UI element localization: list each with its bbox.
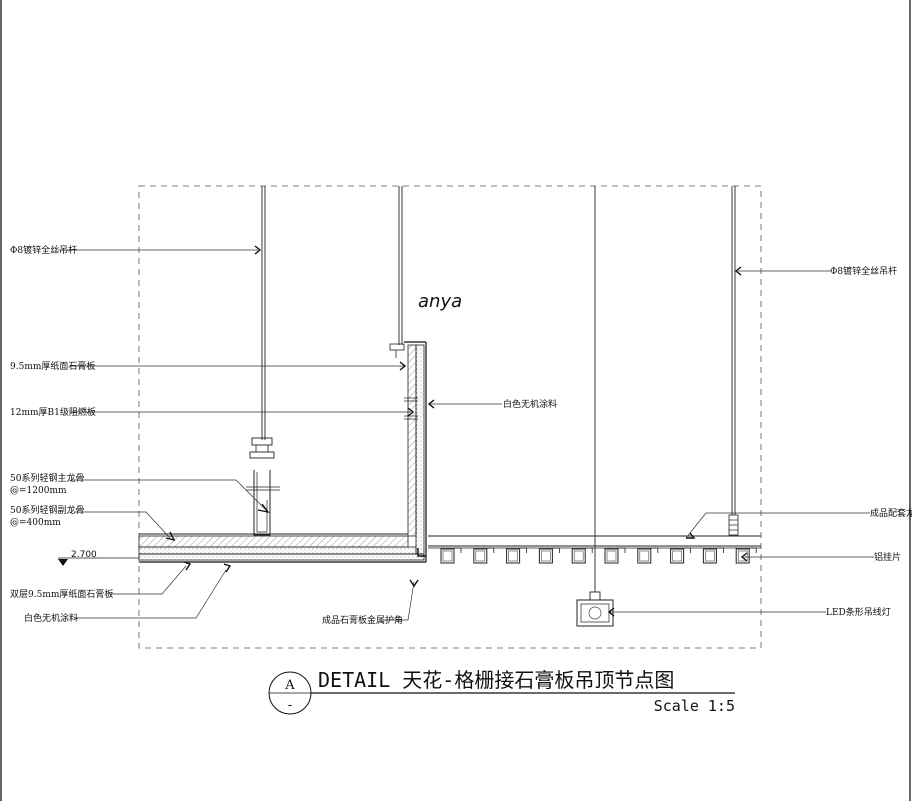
detail-marker-letter: A [284,678,295,693]
aluminium-fin-row [440,547,757,564]
aluminium-fin [702,548,717,564]
label-main-keel-spacing: @=1200mm [10,486,67,496]
gypsum-board-layer-1 [138,546,417,555]
leader-arrowheads [165,245,748,617]
detail-scale: Scale 1:5 [654,697,735,715]
aluminium-fin-clip [552,547,560,553]
aluminium-fin-clip [683,547,691,553]
led-linear-pendant [576,599,614,627]
aluminium-fin-inner [639,550,650,562]
aluminium-fin-clip [749,547,757,553]
title-block: A - DETAIL 天花-格栅接石膏板吊顶节点图 Scale 1:5 [268,668,735,715]
label-right-hanger-rod: Φ8镀锌全丝吊杆 [830,265,897,277]
label-right-paint: 白色无机涂料 [503,398,557,410]
aluminium-fin [735,548,750,564]
label-main-keel: 50系列轻钢主龙骨 [10,472,84,484]
vertical-fire-board [407,344,417,537]
fire-board-layer [138,535,409,548]
label-aluminium-fin: 铝挂片 [874,551,901,563]
gypsum-board-layer-2 [138,553,425,561]
aluminium-fin-clip [618,547,626,553]
detail-title: DETAIL 天花-格栅接石膏板吊顶节点图 [318,668,674,692]
vertical-gypsum-board [415,344,425,555]
label-led-light: LED条形吊线灯 [826,606,891,618]
level-marker: 2.700 [58,550,139,566]
aluminium-fin [538,548,553,564]
grille-ceiling-assembly [428,186,761,627]
aluminium-fin-clip [454,547,462,553]
label-matching-keel: 成品配套龙骨 [870,507,912,519]
leader-lines [58,249,874,621]
level-triangle-icon [58,559,68,566]
aluminium-fin-inner [705,550,715,562]
aluminium-fin [473,548,488,564]
aluminium-fin [637,548,652,564]
aluminium-fin-inner [442,550,453,562]
label-left-hanger-rod: Φ8镀锌全丝吊杆 [10,244,77,256]
aluminium-fin-clip [650,547,659,553]
aluminium-fin [604,548,619,564]
aluminium-fin-inner [672,550,682,562]
label-gypsum-board: 9.5mm厚纸面石膏板 [10,360,95,372]
aluminium-fin-clip [716,547,724,553]
level-value: 2.700 [71,550,97,560]
label-sub-keel: 50系列轻钢副龙骨 [10,504,84,516]
aluminium-fin [571,548,586,564]
label-double-gypsum: 双层9.5mm厚纸面石膏板 [10,588,113,600]
label-left-paint: 白色无机涂料 [24,612,78,624]
aluminium-fin-inner [606,550,617,562]
main-keel-channel [253,470,271,536]
label-corner-guard: 成品石膏板金属护角 [322,614,403,626]
label-sub-keel-spacing: @=400mm [10,518,61,528]
signature: anya [418,291,462,312]
hanger-clip [251,437,273,446]
aluminium-fin-clip [519,547,527,553]
aluminium-fin-inner [573,550,584,562]
aluminium-fin [670,548,685,564]
aluminium-fin-clip [486,547,495,553]
aluminium-fin [506,548,521,564]
detail-boundary [138,185,762,649]
aluminium-fin [440,548,455,564]
aluminium-fin-inner [475,550,486,562]
corner-guard [417,548,426,557]
aluminium-fin-inner [737,550,748,562]
label-fire-board: 12mm厚B1级阻燃板 [10,406,96,418]
aluminium-fin-inner [508,550,518,562]
aluminium-fin-inner [541,550,551,562]
aluminium-fin-clip [585,547,593,553]
detail-marker-sub: - [288,698,292,713]
gypsum-ceiling-assembly [138,186,427,563]
